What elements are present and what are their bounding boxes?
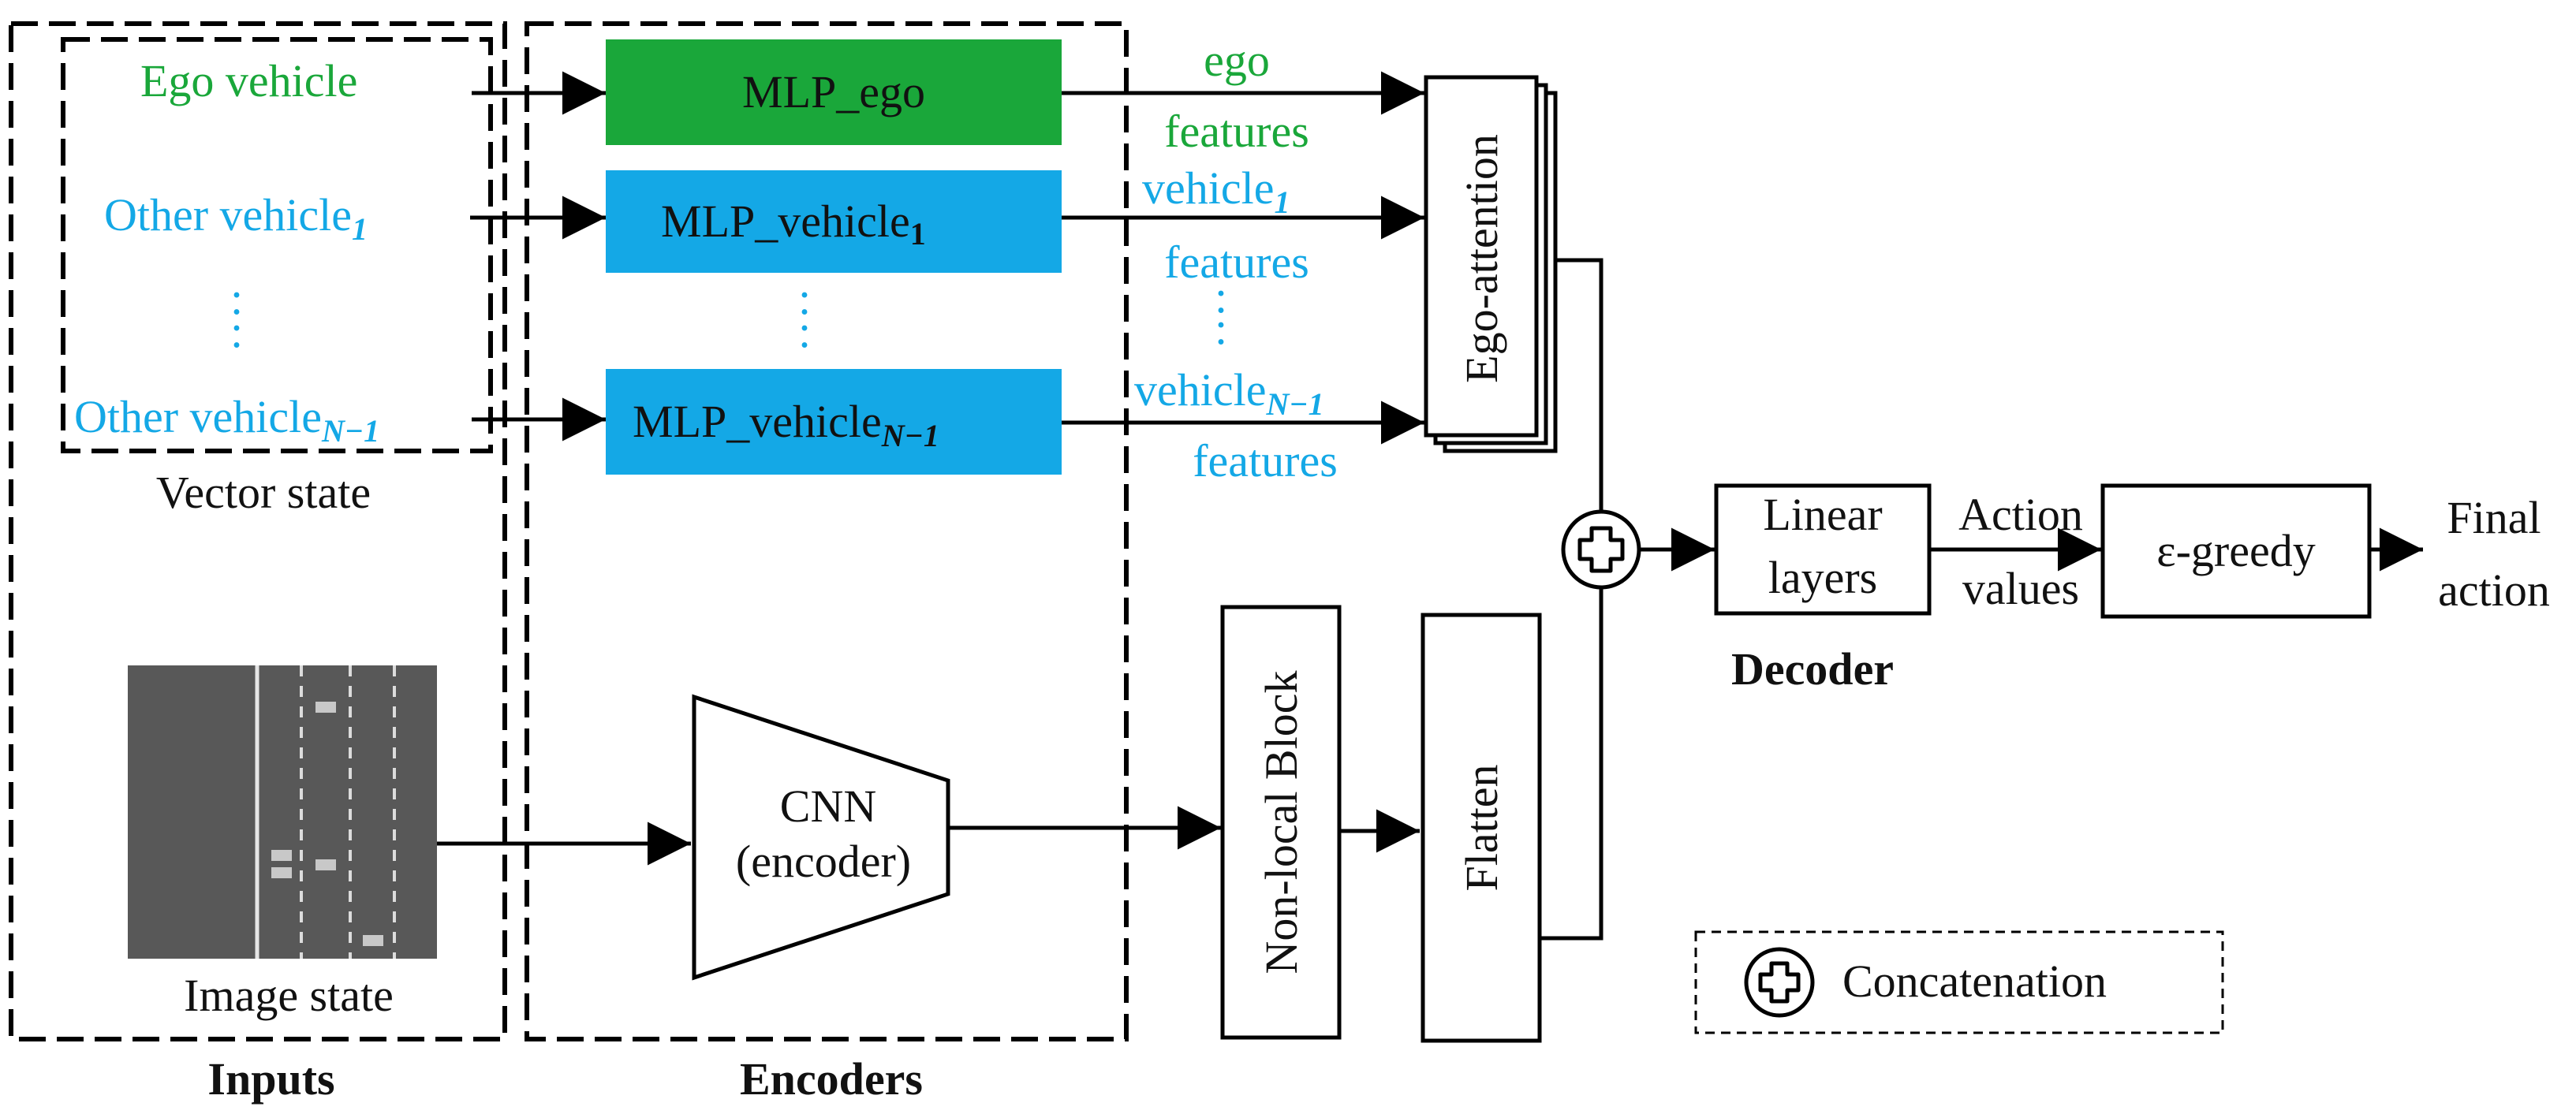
epsilon-greedy-label: ε-greedy [2156, 525, 2315, 576]
encoders-group-label: Encoders [740, 1053, 923, 1105]
mlp-ego-label: MLP_ego [742, 66, 925, 117]
image-state-label: Image state [184, 970, 394, 1021]
ego-attention-label: Ego-attention [1456, 134, 1507, 383]
action-values-line2: values [1962, 563, 2079, 614]
other-vehicle-n-label: Other vehicleN−1 [74, 391, 379, 449]
other-vehicle-1-label: Other vehicle1 [104, 189, 368, 247]
vehn-features-line2: features [1193, 435, 1338, 486]
non-local-label: Non-local Block [1256, 671, 1307, 974]
features-dots: : [1215, 271, 1227, 322]
cnn-encoder: CNN (encoder) [692, 694, 950, 981]
decoder-group-label: Decoder [1731, 643, 1894, 695]
ego-features-line1: ego [1204, 35, 1270, 86]
non-local-block: Non-local Block [1220, 605, 1342, 1040]
vector-state-box [61, 37, 493, 453]
mlp-ego-box [606, 39, 1062, 145]
vehn-features-line1: vehicleN−1 [1134, 364, 1324, 422]
flatten-label: Flatten [1456, 764, 1507, 891]
road-car [271, 867, 292, 878]
cnn-label-1: CNN [780, 781, 876, 832]
road-image [128, 665, 437, 959]
ego-vehicle-label: Ego vehicle [140, 55, 357, 106]
inputs-group-label: Inputs [207, 1053, 334, 1105]
line-flatten-to-concat [1540, 588, 1603, 941]
mlp-vehicle-1-label: MLP_vehicle1 [661, 196, 926, 251]
road-car [271, 850, 292, 861]
road-car [315, 859, 336, 870]
epsilon-greedy-block: ε-greedy [2100, 483, 2372, 619]
vector-dots-2: : [230, 306, 243, 357]
mlp-vehicle-1-box [606, 170, 1062, 273]
inputs-group-box [9, 21, 507, 1041]
mlp-dots: : [798, 273, 811, 324]
action-values-line1: Action [1958, 489, 2083, 540]
concatenation-icon [1561, 509, 1641, 590]
mlp-vehicle-n-label: MLP_vehicleN−1 [633, 396, 939, 453]
encoders-group-box [525, 21, 1129, 1041]
mlp-dots-2: : [798, 306, 811, 357]
road-car [315, 702, 336, 713]
cnn-label-2: (encoder) [736, 836, 911, 887]
ego-features-line2: features [1164, 106, 1309, 157]
features-dots-2: : [1215, 303, 1227, 354]
legend-concatenation-label: Concatenation [1842, 956, 2107, 1007]
final-action-line1: Final [2447, 492, 2541, 543]
linear-label-2: layers [1768, 552, 1878, 603]
ego-attention-block: Ego-attention [1424, 75, 1558, 453]
mlp-vehicle-n-box [606, 369, 1062, 475]
final-action-line2: action [2438, 564, 2550, 616]
road-car [363, 935, 383, 946]
veh1-features-line1: vehicle1 [1142, 162, 1290, 220]
flatten-block: Flatten [1421, 613, 1542, 1043]
linear-layers-block: Linear layers [1714, 483, 1932, 616]
line-attention-to-concat [1555, 258, 1603, 511]
linear-label-1: Linear [1763, 489, 1882, 540]
veh1-features-line2: features [1164, 237, 1309, 288]
vector-dots: : [230, 273, 243, 324]
vector-state-label: Vector state [156, 467, 371, 518]
legend: Concatenation [1694, 930, 2224, 1034]
